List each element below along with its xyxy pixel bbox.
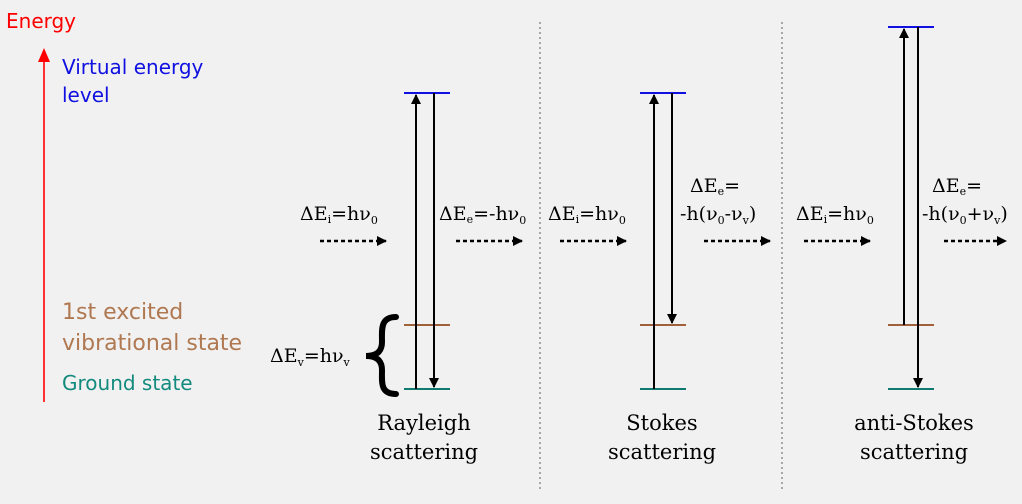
panel-title-line2: scattering bbox=[370, 440, 478, 464]
panel-title-line1: anti-Stokes bbox=[854, 411, 974, 435]
legend-virtual-line1: Virtual energy bbox=[62, 55, 204, 79]
incoming-energy-label: ΔEi=hν0 bbox=[548, 203, 626, 227]
panel-rayleigh: ΔEi=hν0 ΔEe=-hν0 Rayleigh scattering bbox=[300, 92, 526, 464]
legend-excited-line1: 1st excited bbox=[62, 300, 183, 325]
panel-stokes: ΔEi=hν0 ΔEe= -h(ν0-νv) Stokes scattering bbox=[548, 92, 771, 464]
delta-v-label: ΔEv=hνv bbox=[270, 345, 351, 369]
panel-anti-stokes: ΔEi=hν0 ΔEe= -h(ν0+νv) anti-Stokes scatt… bbox=[796, 26, 1008, 464]
legend-virtual-line2: level bbox=[62, 83, 110, 107]
outgoing-energy-label-top: ΔEe= bbox=[690, 175, 740, 198]
outgoing-energy-label: ΔEe=-hν0 bbox=[439, 203, 526, 227]
legend-ground: Ground state bbox=[62, 371, 193, 395]
panel-title-line1: Rayleigh bbox=[377, 411, 471, 435]
delta-v-brace bbox=[365, 314, 399, 397]
outgoing-energy-label-bottom: -h(ν0+νv) bbox=[922, 203, 1008, 227]
panel-title-line2: scattering bbox=[860, 440, 968, 464]
panel-title-line1: Stokes bbox=[626, 411, 697, 435]
legend-excited-line2: vibrational state bbox=[62, 331, 242, 356]
energy-axis-arrowhead bbox=[38, 48, 50, 62]
outgoing-energy-label-bottom: -h(ν0-νv) bbox=[680, 203, 756, 227]
incoming-energy-label: ΔEi=hν0 bbox=[796, 203, 874, 227]
outgoing-energy-label-top: ΔEe= bbox=[932, 175, 982, 198]
panel-title-line2: scattering bbox=[608, 440, 716, 464]
energy-axis-label: Energy bbox=[6, 9, 76, 33]
incoming-energy-label: ΔEi=hν0 bbox=[300, 203, 378, 227]
